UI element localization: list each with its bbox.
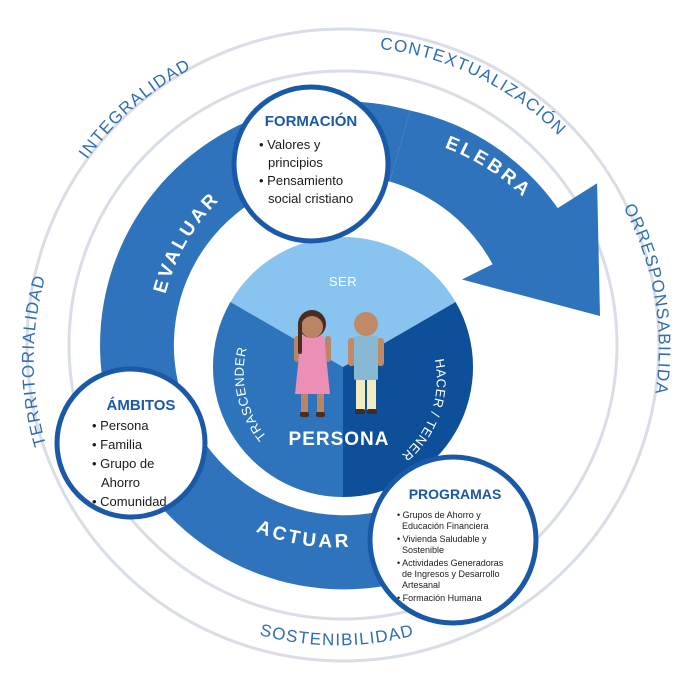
boy-figure [348,312,384,414]
programas-line: • Vivienda Saludable y [397,534,487,544]
label-persona: PERSONA [289,429,390,450]
ambitos-line: • Persona [92,418,149,433]
label-territorialidad: TERRITORIALIDAD [19,273,50,449]
formacion-line: • Pensamiento [259,173,343,188]
formacion-line: • Valores y [259,137,321,152]
label-ser: SER [329,274,357,289]
segment-ser [230,236,456,367]
label-juzgar: JUZGAR [477,346,519,446]
ambitos-line: • Grupo de [92,456,154,471]
programas-line: • Actividades Generadoras [397,558,504,568]
programas-line: de Ingresos y Desarrollo [402,569,500,579]
programas-line: • Grupos de Ahorro y [397,510,481,520]
formacion-circle: FORMACIÓN • Valores y principios • Pensa… [231,84,391,244]
outer-ring [25,27,661,663]
programas-title: PROGRAMAS [409,486,502,502]
programas-circle: PROGRAMAS • Grupos de Ahorro y Educación… [367,454,539,626]
programas-line: Educación Financiera [402,521,489,531]
programas-line: Sostenible [402,545,444,555]
girl-figure [294,310,331,417]
ambitos-title: ÁMBITOS [107,397,176,414]
formacion-title: FORMACIÓN [265,112,358,130]
ambitos-line: • Familia [92,437,143,452]
formacion-line: principios [268,155,323,170]
ambitos-circle: ÁMBITOS • Persona • Familia • Grupo de A… [54,366,208,520]
programas-line: • Formación Humana [397,593,482,603]
label-integralidad: INTEGRALIDAD [75,55,194,162]
ambitos-line: Ahorro [101,475,140,490]
formacion-line: social cristiano [268,191,353,206]
label-sostenibilidad: SOSTENIBILIDAD [258,620,416,649]
programas-line: Artesanal [402,580,440,590]
ambitos-line: • Comunidad [92,494,167,509]
